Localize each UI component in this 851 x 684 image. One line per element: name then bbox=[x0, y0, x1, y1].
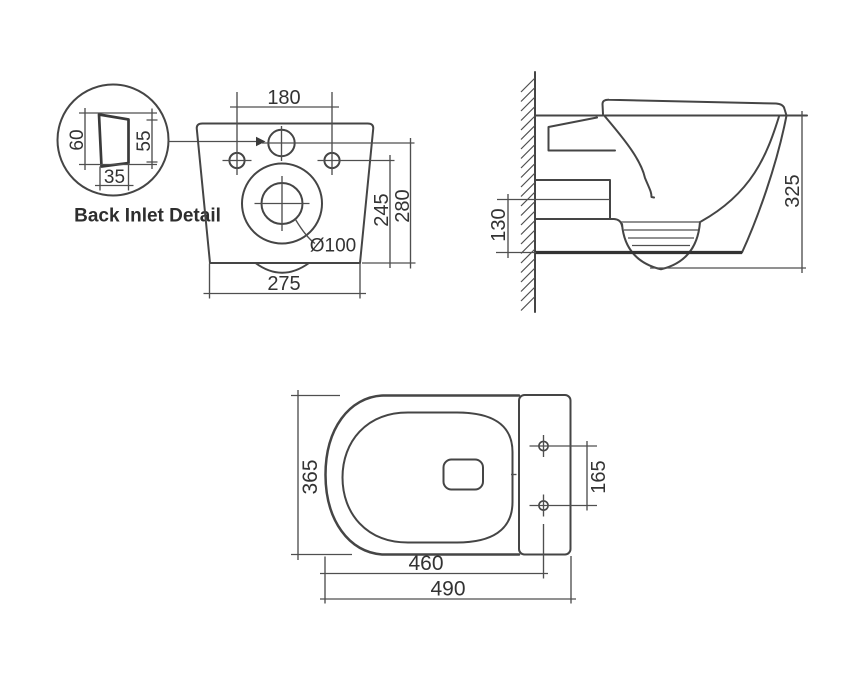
detail-dim-line-55 bbox=[146, 108, 158, 169]
detail-dim-60-label: 60 bbox=[67, 129, 88, 150]
inlet-spigot-section bbox=[97, 113, 130, 168]
dim-line-130 bbox=[496, 194, 536, 258]
sump-outline bbox=[621, 221, 701, 271]
outlet-boss-circle bbox=[241, 162, 323, 245]
bowl-rim-outline bbox=[341, 411, 514, 544]
pan-plan-outline bbox=[324, 394, 521, 556]
dim-365-label: 365 bbox=[299, 459, 322, 494]
dim-line-275 bbox=[203, 263, 366, 299]
detail-extension-lines bbox=[79, 112, 157, 166]
seat-profile bbox=[601, 98, 788, 117]
detail-dim-line-35 bbox=[95, 163, 134, 191]
dim-490-label: 490 bbox=[430, 578, 465, 601]
outlet-diameter-leader bbox=[294, 219, 316, 245]
front-view: 180 245 280 275 Ø100 bbox=[195, 87, 416, 299]
outlet-crosshair bbox=[254, 176, 310, 231]
sump-water-lines bbox=[621, 221, 701, 247]
dim-460-label: 460 bbox=[408, 552, 443, 575]
plan-view: 365 165 460 490 bbox=[291, 390, 610, 604]
bowl-front-inner-curve bbox=[604, 115, 655, 199]
dim-180-label: 180 bbox=[267, 87, 300, 109]
dim-275-label: 275 bbox=[267, 273, 300, 295]
detail-view-title: Back Inlet Detail bbox=[74, 206, 221, 227]
detail-balloon-circle bbox=[56, 83, 170, 197]
pan-back-outline bbox=[195, 122, 375, 264]
dim-325-label: 325 bbox=[782, 174, 804, 207]
dim-245-label: 245 bbox=[371, 193, 393, 226]
dim-line-365 bbox=[291, 390, 352, 560]
dim-165-label: 165 bbox=[588, 460, 610, 493]
side-view: 325 130 bbox=[488, 71, 808, 313]
detail-dim-35-label: 35 bbox=[104, 167, 125, 188]
pan-back-outer-edge bbox=[741, 114, 788, 254]
bowl-back-inner-curve bbox=[700, 115, 780, 223]
dim-line-490 bbox=[320, 556, 576, 604]
plan-hole-crosshairs bbox=[529, 435, 597, 517]
water-spot-outline bbox=[442, 458, 484, 491]
dim-outlet-diameter-label: Ø100 bbox=[310, 236, 356, 257]
dim-130-label: 130 bbox=[488, 208, 510, 241]
detail-dim-55-label: 55 bbox=[134, 130, 155, 151]
pan-bottom-bulge bbox=[254, 262, 310, 274]
dim-line-460 bbox=[320, 524, 548, 604]
back-inlet-detail-view: 60 55 35 Back Inlet Detail bbox=[56, 83, 266, 227]
mounting-bracket-section bbox=[547, 116, 616, 152]
mounting-plate-outline bbox=[518, 394, 572, 556]
dim-280-label: 280 bbox=[392, 189, 414, 222]
inlet-channel-section bbox=[534, 179, 623, 227]
leader-arrowhead bbox=[256, 136, 266, 147]
dim-180-extension-lines bbox=[236, 92, 333, 175]
wall-hatching bbox=[520, 77, 536, 311]
